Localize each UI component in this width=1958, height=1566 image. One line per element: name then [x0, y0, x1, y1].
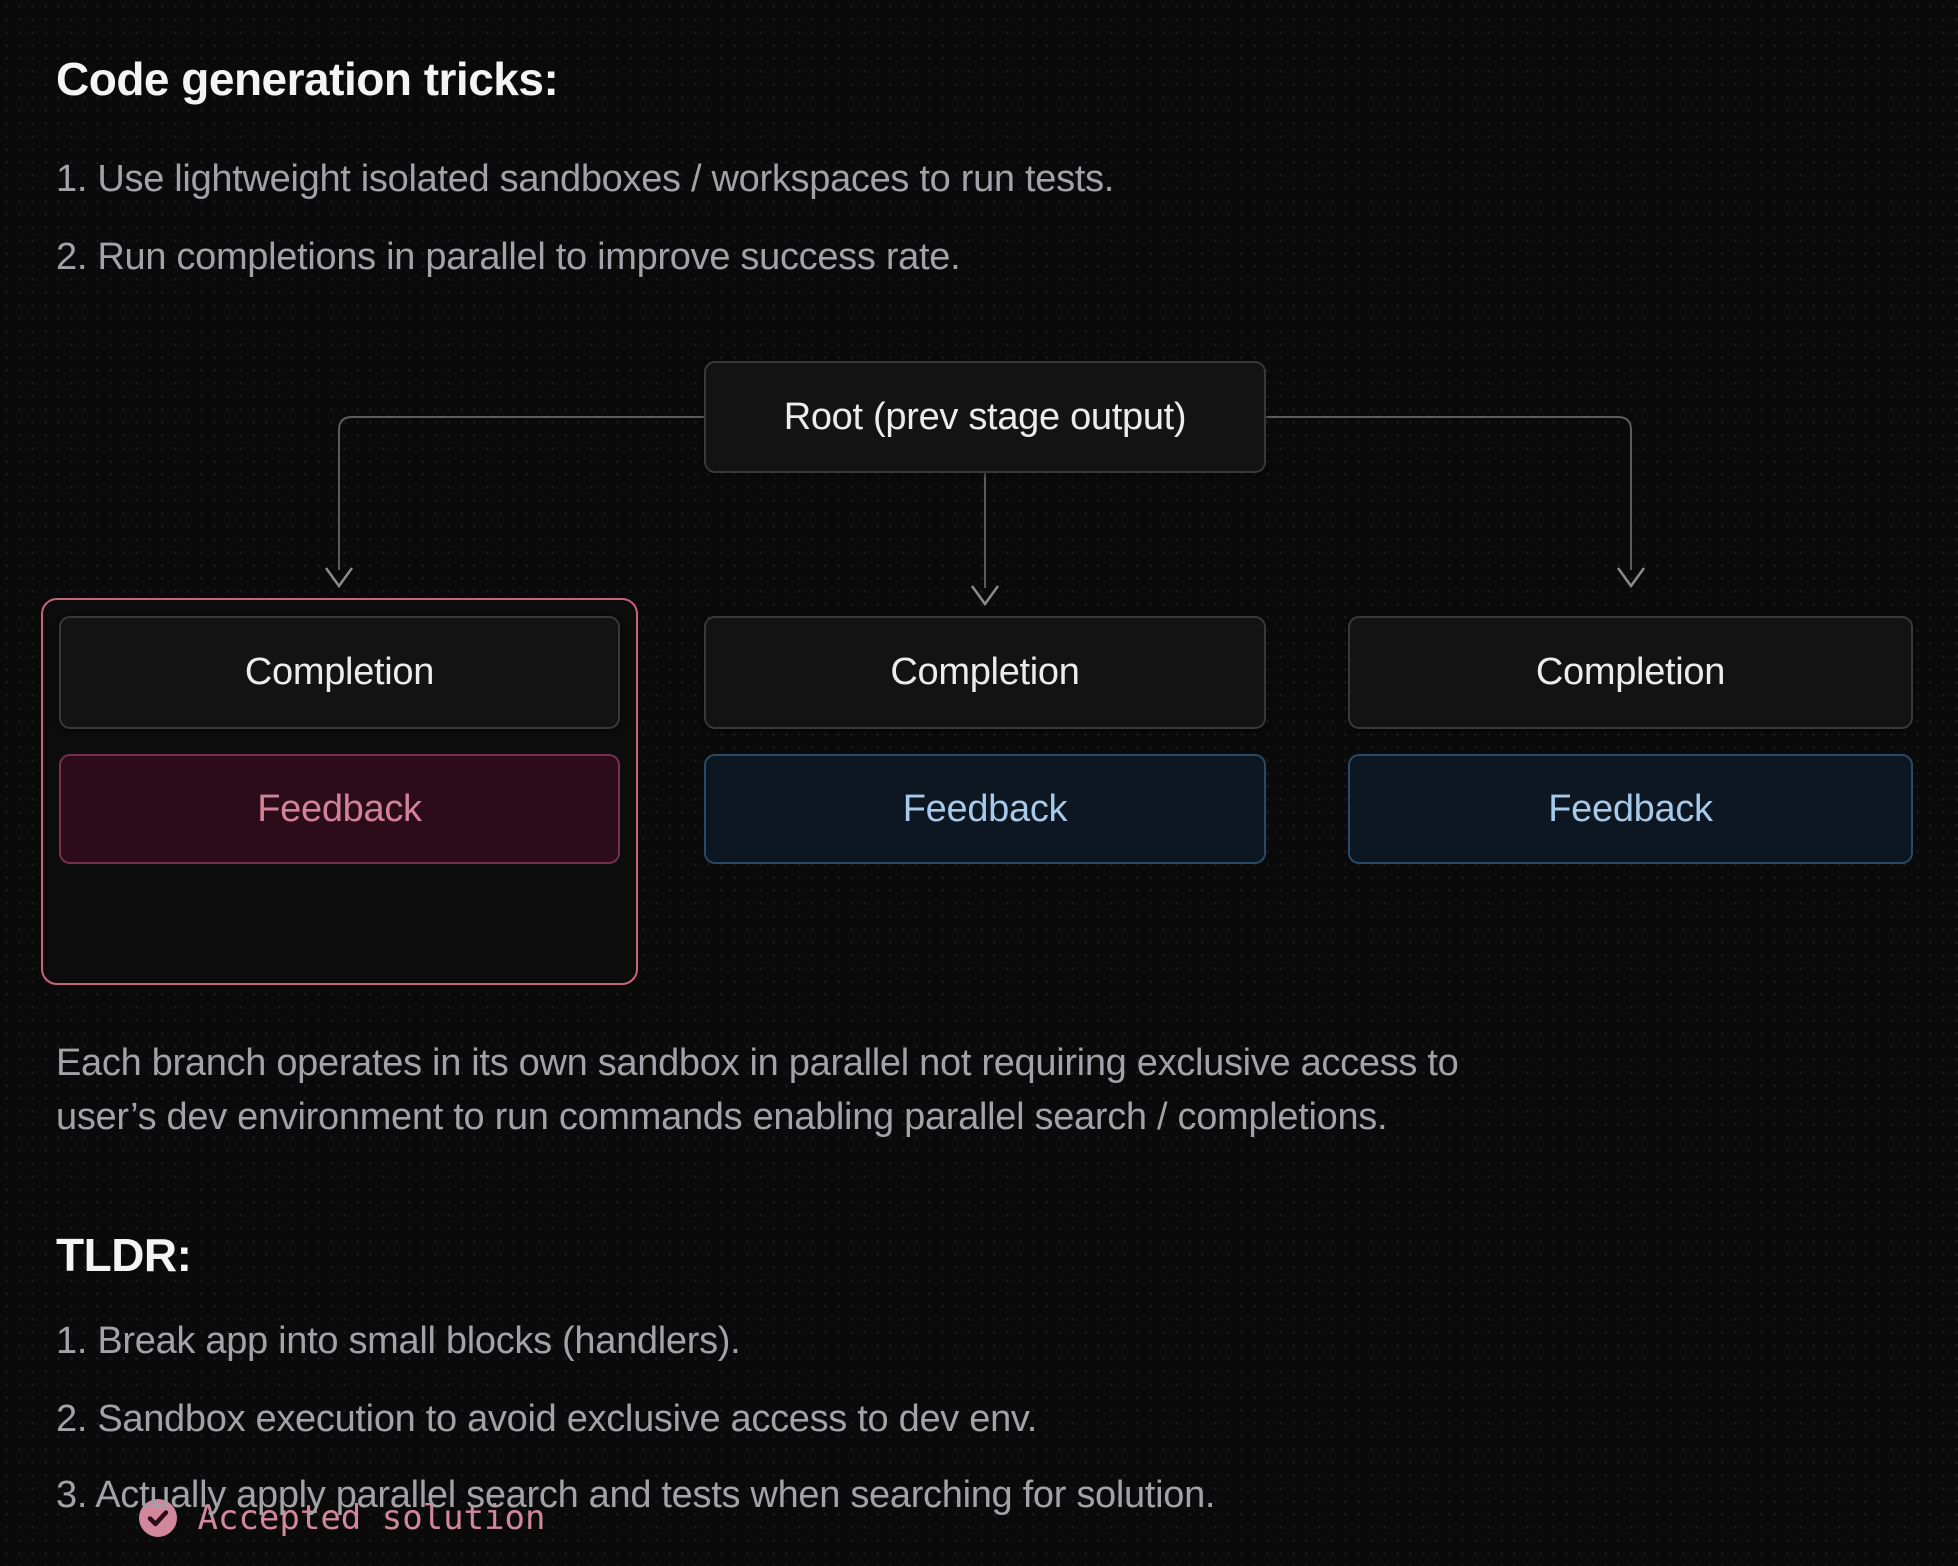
arrowhead-left-icon [324, 567, 354, 589]
root-label: Root (prev stage output) [783, 395, 1187, 438]
tldr-title: TLDR: [56, 1229, 192, 1281]
completion-label: Completion [1535, 651, 1726, 693]
branch-accepted-container: Completion Feedback Accepted solution [41, 598, 638, 1538]
feedback-label: Feedback [1548, 787, 1713, 830]
feedback-node-2: Feedback [704, 754, 1266, 864]
tldr-list-item-1: 1. Break app into small blocks (handlers… [56, 1320, 741, 1362]
intro-list-item-2: 2. Run completions in parallel to improv… [56, 236, 961, 278]
completion-node-2: Completion [704, 616, 1266, 729]
tldr-list-item-2: 2. Sandbox execution to avoid exclusive … [56, 1398, 1038, 1440]
check-circle-icon [138, 1499, 177, 1537]
arrowhead-right-icon [1616, 567, 1646, 589]
feedback-node-3: Feedback [1348, 754, 1913, 864]
arrowhead-middle-icon [970, 585, 1000, 607]
feedback-node-1: Feedback [59, 754, 620, 864]
paragraph-line-2: user’s dev environment to run commands e… [56, 1096, 1388, 1138]
accepted-solution-label: Accepted solution [197, 1498, 546, 1538]
feedback-label: Feedback [902, 787, 1068, 830]
tldr-list-item-3: 3. Actually apply parallel search and te… [56, 1474, 1216, 1516]
feedback-label: Feedback [257, 787, 422, 830]
completion-node-1: Completion [59, 616, 620, 729]
paragraph-line-1: Each branch operates in its own sandbox … [56, 1042, 1459, 1084]
completion-label: Completion [244, 651, 435, 693]
completion-node-3: Completion [1348, 616, 1913, 729]
completion-label: Completion [890, 651, 1080, 693]
page-title: Code generation tricks: [56, 53, 559, 105]
diagram-node-root: Root (prev stage output) [704, 361, 1266, 473]
accepted-solution-row: Accepted solution [43, 1498, 640, 1538]
intro-list-item-1: 1. Use lightweight isolated sandboxes / … [56, 158, 1115, 200]
